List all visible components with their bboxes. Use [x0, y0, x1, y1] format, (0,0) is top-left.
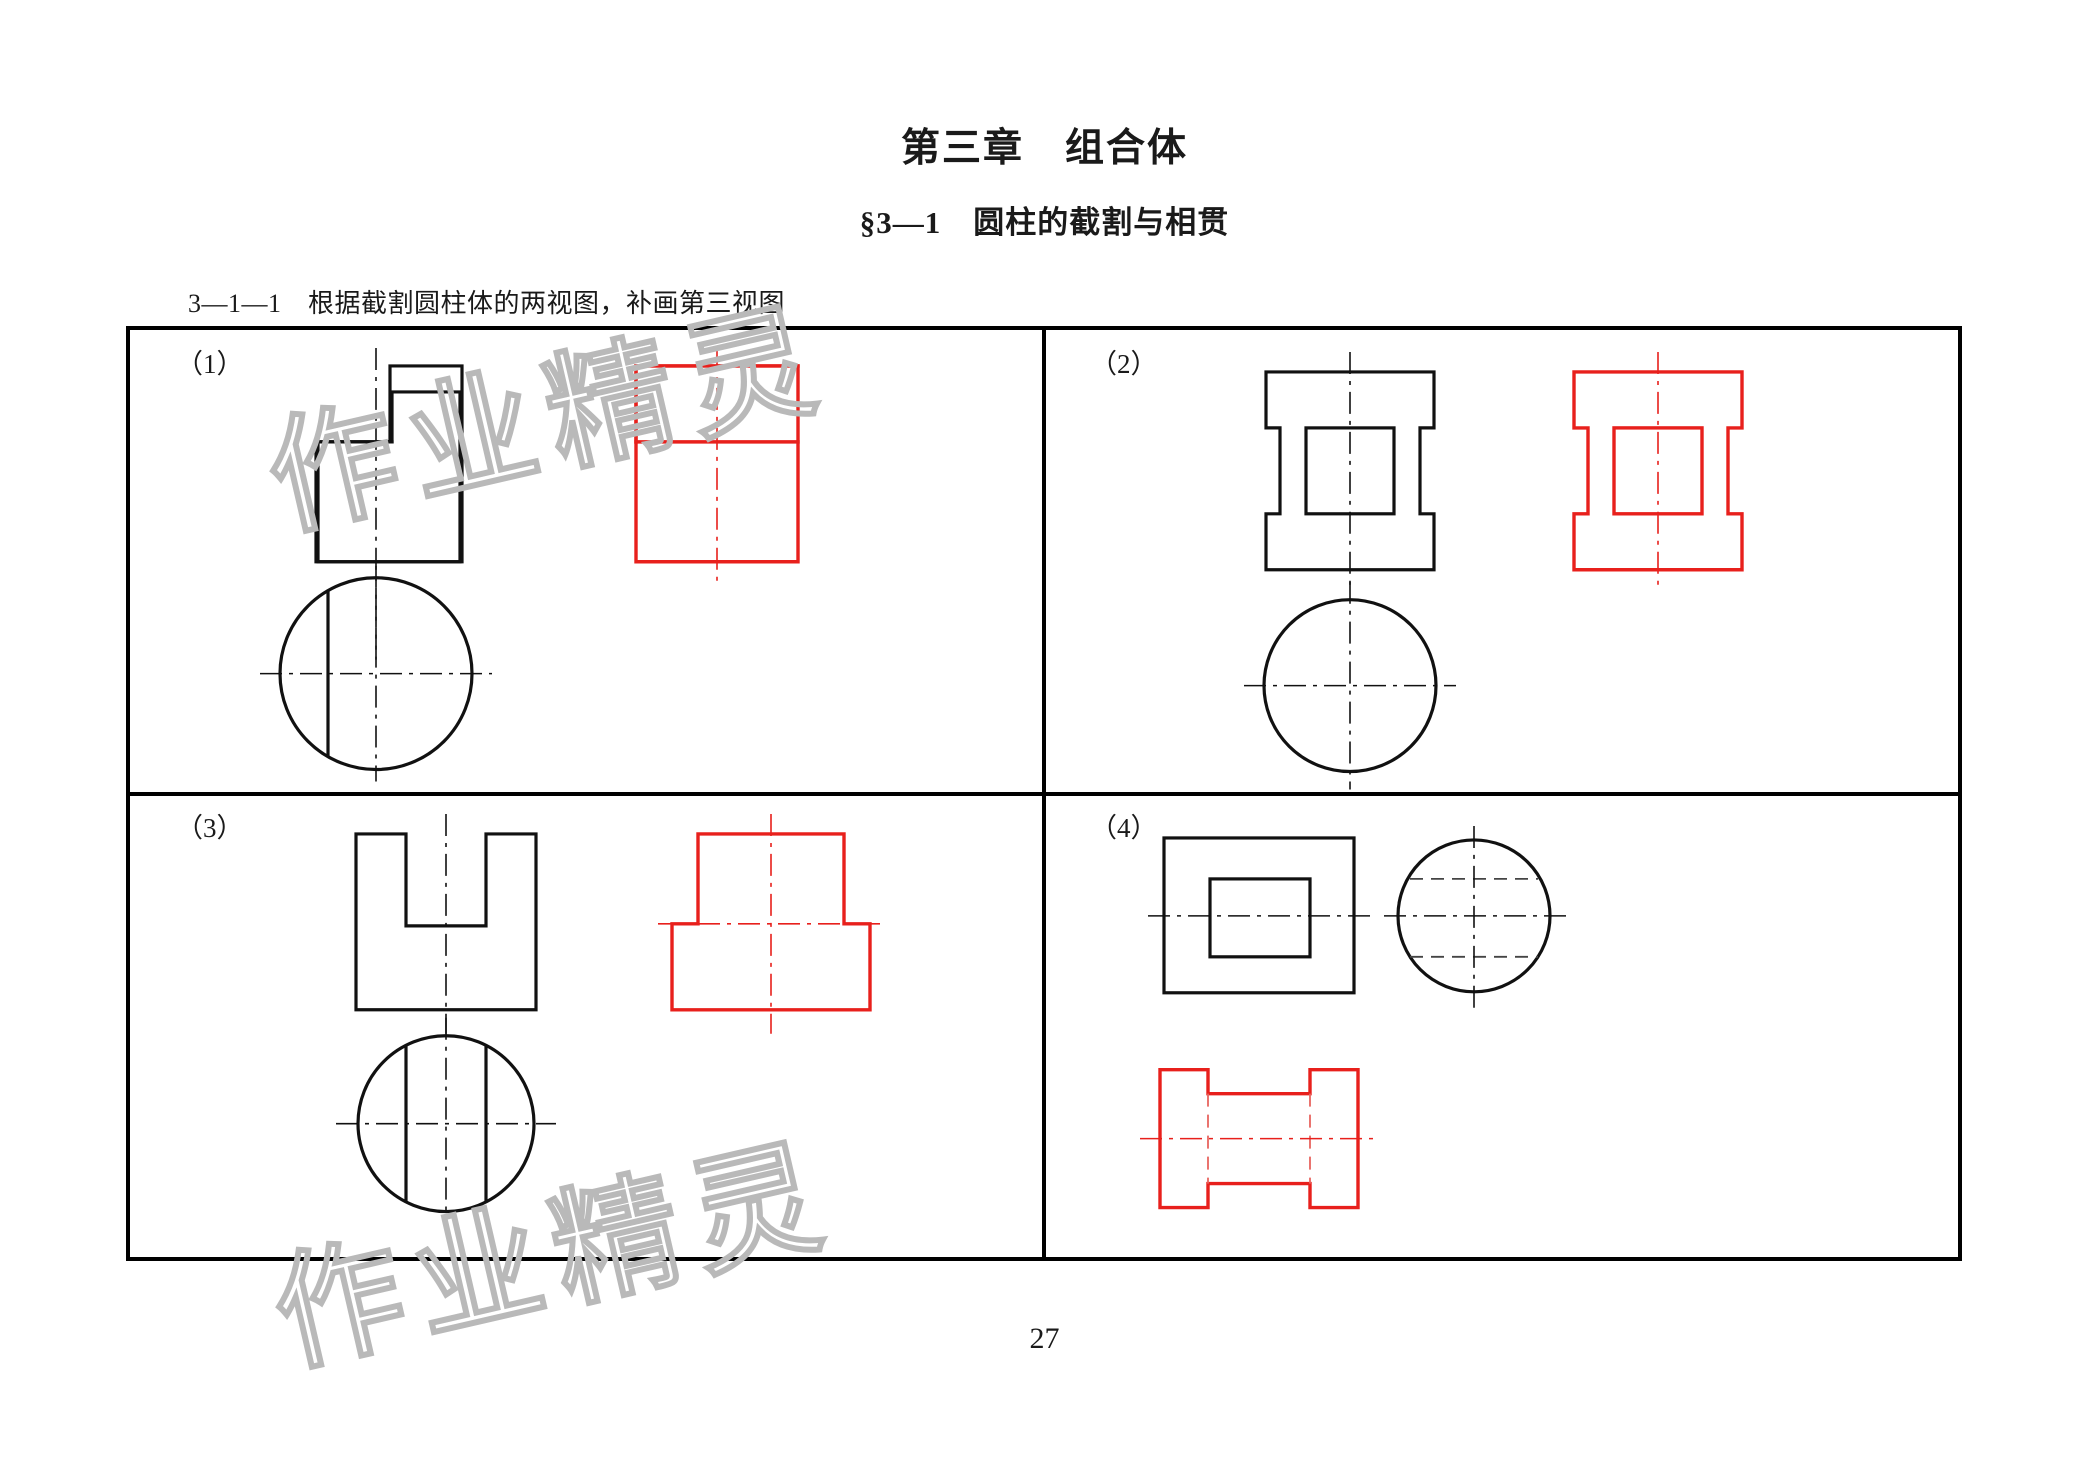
exercise-cell-2[interactable]: （2） — [1044, 330, 1958, 794]
exercise-cell-1[interactable]: （1） — [130, 330, 1044, 794]
answer-view-red-4 — [1140, 1067, 1378, 1209]
front-view-black-4 — [1148, 835, 1374, 994]
page-title: 第三章 组合体 — [900, 127, 1188, 170]
cell-label-2: （2） — [1090, 349, 1158, 379]
cell-2-drawing — [1244, 351, 1744, 790]
section-heading: §3—1 圆柱的截割与相贯 — [859, 205, 1230, 240]
exercise-cell-4[interactable]: （4） — [1044, 794, 1958, 1258]
cell-1-drawing — [260, 347, 800, 782]
cell-4-drawing — [1140, 825, 1566, 1209]
exercise-cell-3[interactable]: （3） — [130, 794, 1044, 1258]
front-view-outline-1 — [314, 364, 464, 564]
grid-horizontal-divider — [130, 791, 1958, 796]
top-view-black-1 — [260, 565, 492, 782]
top-view-black-2 — [1244, 581, 1456, 790]
cell-label-4: （4） — [1090, 812, 1158, 843]
cell-3-drawing — [336, 813, 884, 1230]
top-view-black-3 — [336, 1017, 556, 1230]
exercise-instruction: 3—1—1 根据截割圆柱体的两视图，补画第三视图 — [188, 289, 786, 318]
exercise-grid: （1） — [126, 326, 1962, 1261]
page-number: 27 — [1029, 1322, 1060, 1355]
cell-label-1: （1） — [176, 349, 244, 379]
front-view-black-3 — [354, 831, 538, 1011]
cell-label-3: （3） — [176, 812, 244, 843]
left-view-black-4 — [1384, 825, 1566, 1008]
